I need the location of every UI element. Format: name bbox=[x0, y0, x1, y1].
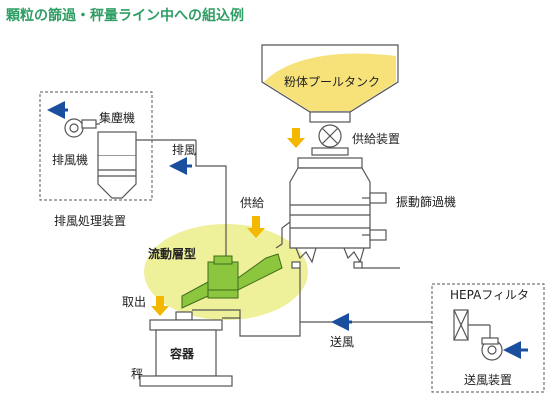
vibrating-sieve bbox=[289, 157, 432, 323]
hepa-label: HEPAフィルタ bbox=[450, 288, 529, 302]
supply-arrow-icon bbox=[247, 216, 265, 238]
diagram-title: 顆粒の篩過・秤量ライン中への組込例 bbox=[6, 7, 244, 24]
fluid-bed-unit bbox=[181, 253, 283, 309]
exhaust-duct bbox=[195, 140, 227, 258]
blower bbox=[481, 337, 503, 361]
supply-label: 供給 bbox=[240, 196, 264, 210]
discharge-label: 取出 bbox=[122, 295, 146, 309]
container-on-scale bbox=[139, 309, 301, 387]
exhaust-system-box bbox=[39, 91, 153, 201]
blower-label: 送風装置 bbox=[464, 372, 512, 387]
exhaust-fan bbox=[64, 118, 100, 138]
exhaust-system-label: 排風処理装置 bbox=[54, 214, 126, 228]
powder-hopper bbox=[261, 44, 399, 123]
hepa-filter bbox=[453, 309, 491, 341]
feed-arrow-icon bbox=[287, 128, 305, 148]
fluid-bed-label: 流動層型 bbox=[148, 246, 196, 261]
exhaust-air-label: 排風 bbox=[172, 143, 196, 157]
hopper-label: 粉体プールタンク bbox=[284, 75, 380, 89]
dust-collector-label: 集塵機 bbox=[99, 110, 135, 125]
feeder-label: 供給装置 bbox=[352, 132, 400, 146]
scale-label: 秤 bbox=[131, 367, 143, 381]
discharge-arrow-icon bbox=[151, 296, 169, 316]
supply-air-label: 送風 bbox=[330, 334, 354, 349]
hepa-system-box bbox=[431, 283, 545, 393]
rotary-feeder bbox=[311, 124, 349, 156]
sieve-label: 振動篩過機 bbox=[396, 194, 456, 209]
container-label: 容器 bbox=[169, 346, 195, 361]
dust-collector bbox=[97, 131, 196, 199]
exhaust-fan-label: 排風機 bbox=[52, 152, 88, 167]
